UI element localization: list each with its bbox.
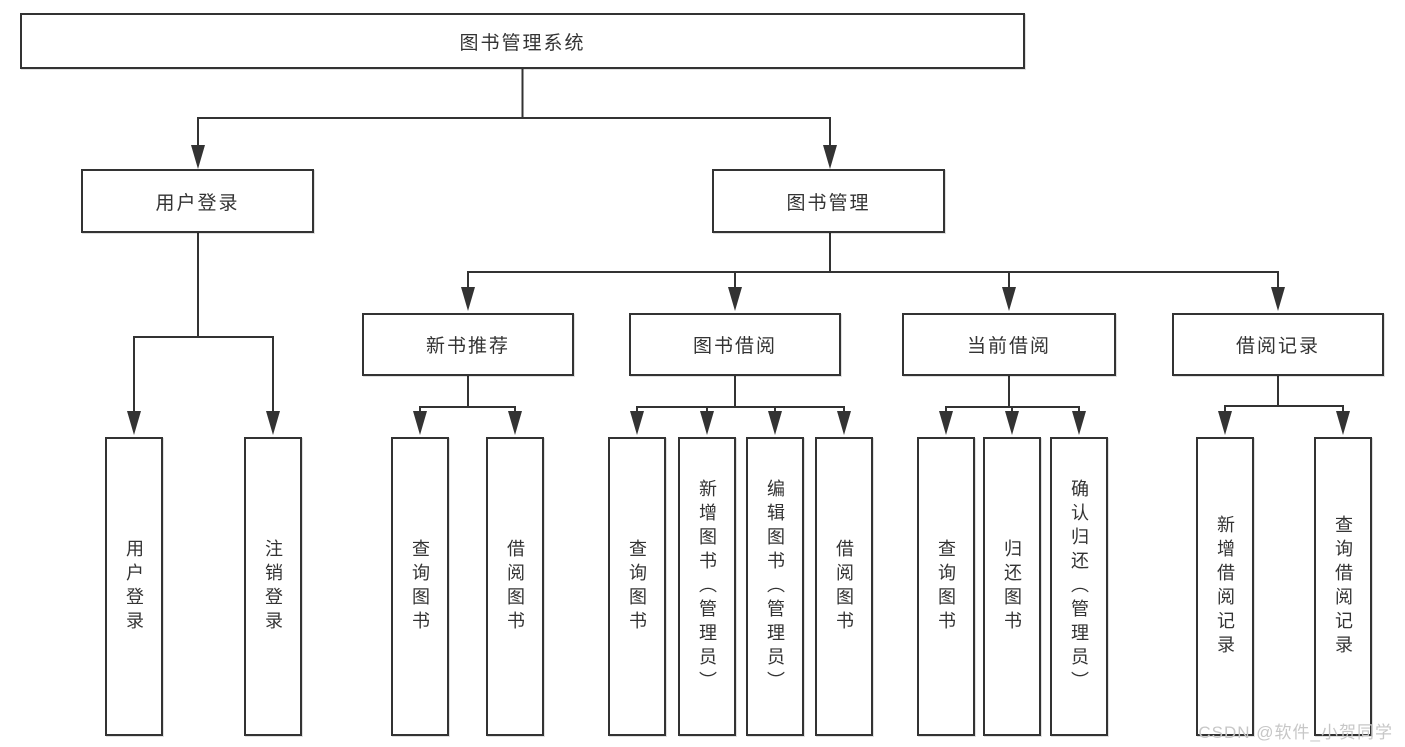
leaf-query-books-borrow: 查询图书 [608,437,666,736]
leaf-user-login: 用户登录 [105,437,163,736]
leaf-add-book-admin: 新增图书（管理员） [678,437,736,736]
node-borrow-records-label: 借阅记录 [1235,336,1320,357]
leaf-borrow-books-recommend-label: 借阅图书 [505,538,525,635]
connector-records-to-leaves [1218,376,1350,435]
node-new-book-recommend-label: 新书推荐 [425,336,510,357]
node-borrow-records: 借阅记录 [1172,313,1384,376]
leaf-query-borrow-record: 查询借阅记录 [1314,437,1372,736]
leaf-confirm-return-admin: 确认归还（管理员） [1050,437,1108,736]
node-current-borrow: 当前借阅 [902,313,1116,376]
node-current-borrow-label: 当前借阅 [966,336,1051,357]
leaf-edit-book-admin: 编辑图书（管理员） [746,437,804,736]
node-user-login-label: 用户登录 [155,192,240,214]
leaf-query-books-recommend: 查询图书 [391,437,449,736]
node-root: 图书管理系统 [20,13,1025,69]
connector-recommend-to-leaves [413,376,522,435]
leaf-confirm-return-admin-label: 确认归还（管理员） [1069,478,1089,695]
leaf-query-borrow-record-label: 查询借阅记录 [1333,514,1353,659]
leaf-return-book-label: 归还图书 [1002,538,1022,635]
leaf-logout-label: 注销登录 [263,538,283,635]
connector-bookmgmt-to-level3 [461,233,1285,311]
leaf-add-borrow-record-label: 新增借阅记录 [1215,514,1235,659]
leaf-return-book: 归还图书 [983,437,1041,736]
leaf-query-books-borrow-label: 查询图书 [627,538,647,635]
connector-userlogin-to-leaves [127,233,280,435]
connector-borrowmodule-to-leaves [630,376,851,435]
node-book-management: 图书管理 [712,169,945,233]
node-book-borrow: 图书借阅 [629,313,841,376]
leaf-borrow-books-recommend: 借阅图书 [486,437,544,736]
leaf-edit-book-admin-label: 编辑图书（管理员） [765,478,785,695]
leaf-logout: 注销登录 [244,437,302,736]
connector-current-to-leaves [939,376,1086,435]
leaf-add-book-admin-label: 新增图书（管理员） [697,478,717,695]
leaf-query-books-current: 查询图书 [917,437,975,736]
leaf-borrow-books-borrow: 借阅图书 [815,437,873,736]
leaf-user-login-label: 用户登录 [124,538,144,635]
leaf-add-borrow-record: 新增借阅记录 [1196,437,1254,736]
node-book-borrow-label: 图书借阅 [692,336,777,357]
leaf-borrow-books-borrow-label: 借阅图书 [834,538,854,635]
node-book-management-label: 图书管理 [786,192,871,214]
leaf-query-books-current-label: 查询图书 [936,538,956,635]
node-root-label: 图书管理系统 [459,32,586,54]
leaf-query-books-recommend-label: 查询图书 [410,538,430,635]
connector-root-to-level2 [191,68,837,169]
node-user-login: 用户登录 [81,169,314,233]
node-new-book-recommend: 新书推荐 [362,313,574,376]
csdn-watermark: CSDN @软件_小贺同学 [1198,723,1393,742]
